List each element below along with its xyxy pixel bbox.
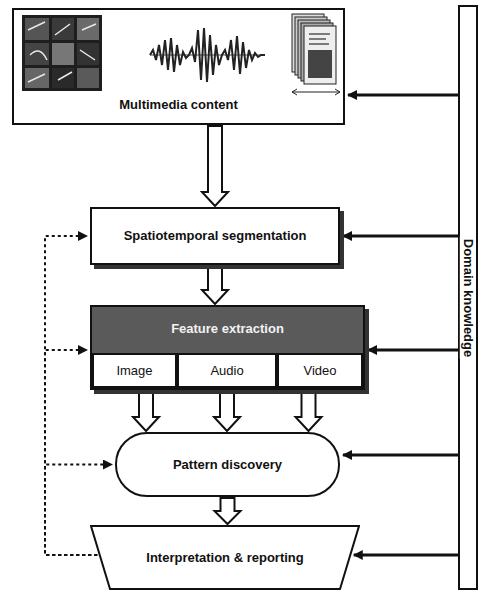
image-collage — [22, 15, 102, 91]
knowledge-arrow — [354, 554, 458, 557]
collage-marks — [28, 22, 96, 82]
block-arrow — [133, 389, 159, 431]
knowledge-band: Domain knowledge — [458, 5, 478, 590]
collage-tile — [77, 43, 99, 65]
collage-tile — [77, 18, 99, 40]
process-box: Spatiotemporal segmentation — [90, 207, 340, 265]
node-label: Pattern discovery — [173, 457, 282, 473]
feature-box: Image — [92, 353, 177, 388]
collage-tile — [52, 43, 74, 65]
collage-ground — [22, 15, 102, 91]
node-label: Video — [303, 363, 336, 379]
video-frame — [304, 26, 336, 84]
content-panel: Multimedia content — [12, 8, 345, 125]
collage-tile — [25, 43, 49, 65]
time-arrow — [292, 89, 340, 95]
process-box: Feature extractionImage Audio Video — [90, 305, 365, 390]
audio-waveform — [150, 28, 265, 82]
block-arrow — [202, 126, 228, 206]
node-label: Spatiotemporal segmentation — [124, 228, 307, 244]
rounded-box: Pattern discovery — [115, 432, 340, 497]
node-label: Interpretation & reporting — [146, 550, 303, 566]
feedback-arrow — [45, 236, 97, 555]
node-label: Multimedia content — [119, 97, 237, 113]
node-label: Audio — [210, 363, 243, 379]
frame-lines — [309, 34, 330, 44]
knowledge-arrow — [343, 454, 458, 457]
knowledge-arrow — [348, 94, 458, 97]
trapezoid-shape — [91, 526, 359, 589]
knowledge-arrow — [368, 349, 458, 352]
frame-picture — [308, 50, 332, 78]
block-arrow — [214, 389, 240, 431]
knowledge-arrow — [343, 235, 458, 238]
feature-box: Video — [277, 353, 363, 388]
node-label: Domain knowledge — [460, 236, 476, 358]
feature-box: Audio — [177, 353, 277, 388]
collage-tile — [77, 68, 99, 88]
waveform — [150, 28, 265, 82]
block-arrow — [296, 389, 322, 431]
block-arrow — [215, 498, 241, 524]
node-label: Feature extraction — [171, 321, 284, 337]
video-frames — [292, 14, 340, 95]
block-arrow — [202, 266, 228, 304]
trapezoid-box: Interpretation & reporting — [90, 525, 360, 590]
node-label: Image — [116, 363, 152, 379]
